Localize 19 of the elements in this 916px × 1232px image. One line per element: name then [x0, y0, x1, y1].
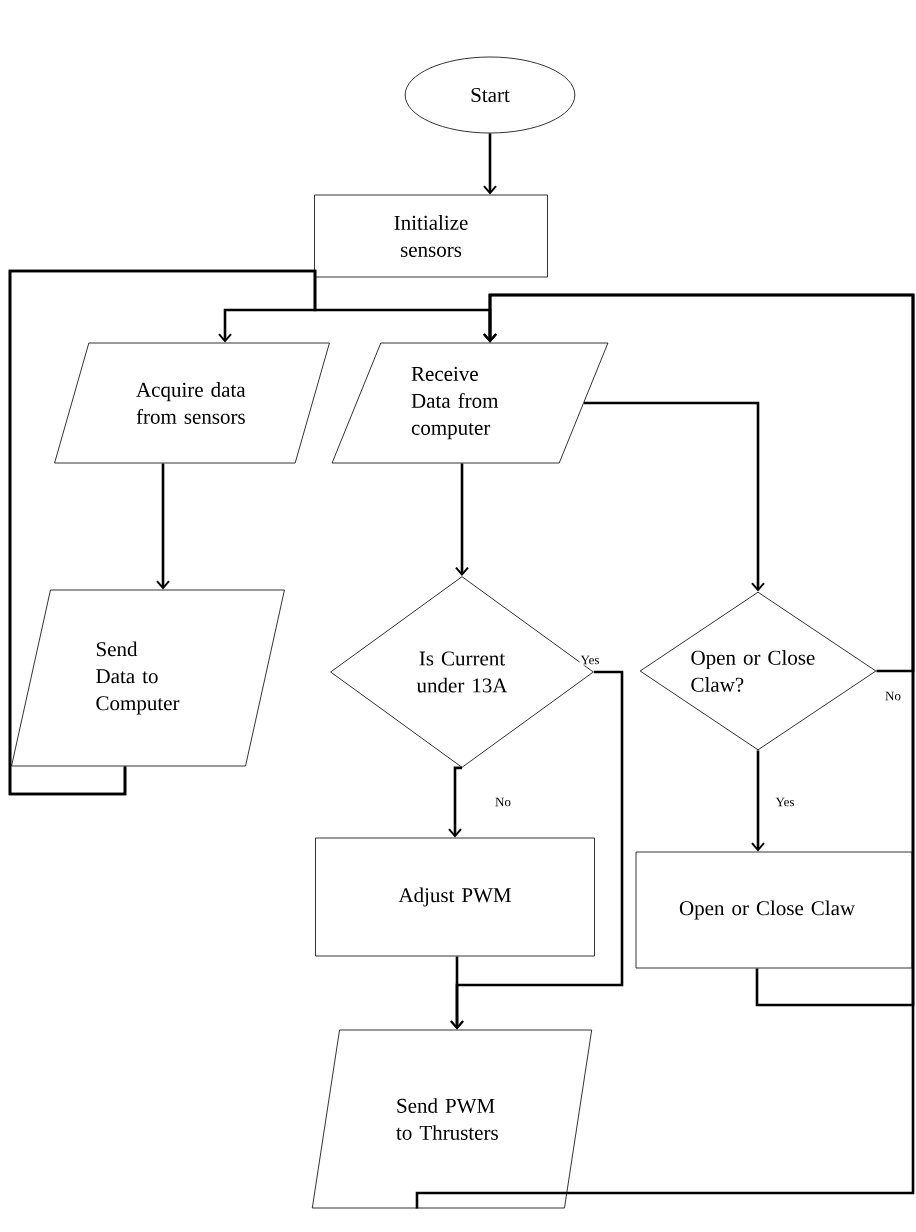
data-parallelogram: Send PWM to Thrusters — [311, 1029, 593, 1209]
edge-label: No — [494, 796, 512, 808]
data-parallelogram: Receive Data from computer — [331, 342, 609, 464]
process-box: Adjust PWM — [315, 837, 595, 957]
arrow — [415, 293, 915, 1209]
process-box: Initialize sensors — [314, 194, 548, 278]
arrow — [751, 750, 765, 852]
arrow — [448, 766, 462, 838]
arrow — [483, 133, 497, 195]
edge-label: Yes — [774, 796, 796, 808]
process-box: Open or Close Claw — [635, 851, 913, 969]
edge-label: No — [884, 690, 902, 702]
arrow — [584, 401, 765, 592]
data-parallelogram: Acquire data from sensors — [54, 342, 330, 464]
edge-label: Yes — [579, 654, 601, 666]
arrow — [455, 463, 469, 577]
arrow — [156, 463, 170, 590]
data-parallelogram: Send Data to Computer — [11, 589, 285, 767]
arrow — [450, 956, 464, 1030]
